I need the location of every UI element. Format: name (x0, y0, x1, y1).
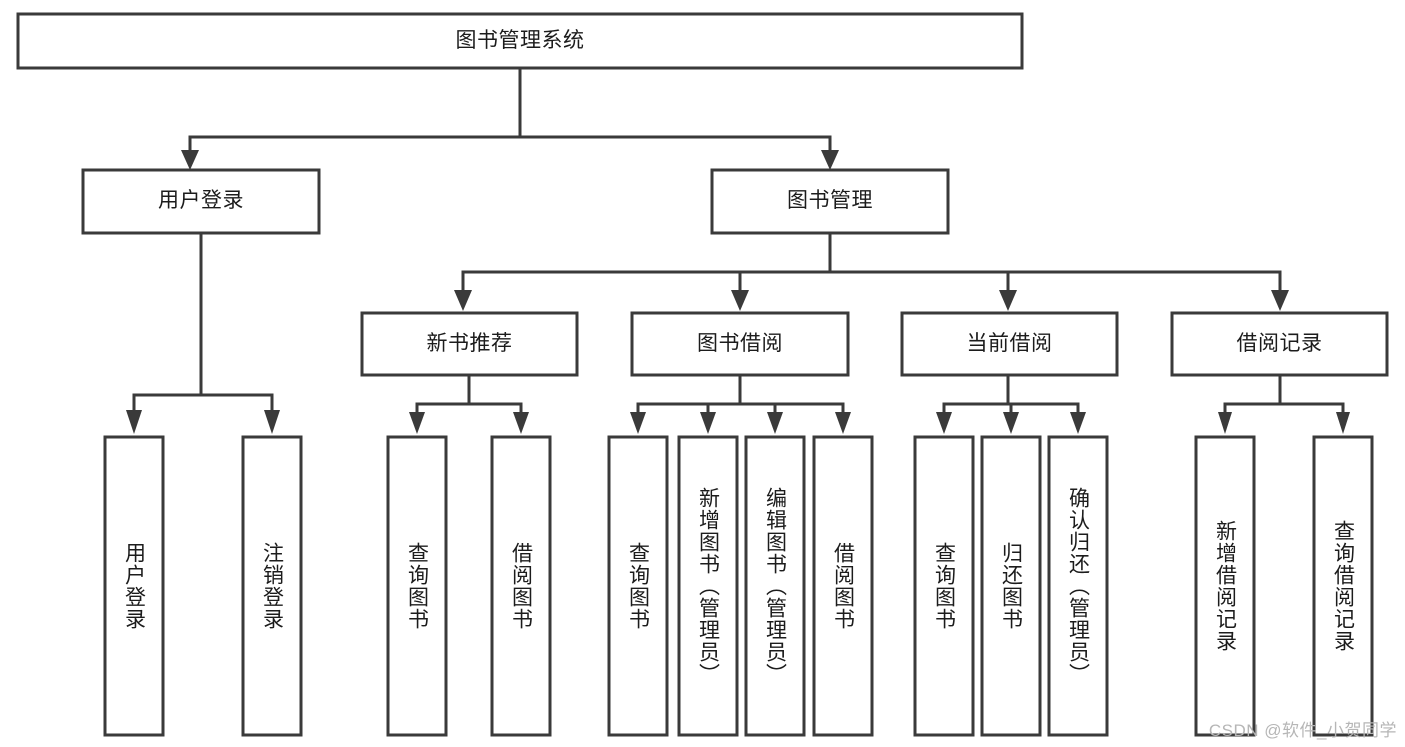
arrow-head-current-borrow (999, 290, 1017, 311)
leaf-box-br-add[interactable] (1194, 435, 1256, 737)
node-book-borrow-box[interactable] (630, 311, 850, 377)
arrow-head-borrow-record (1271, 290, 1289, 311)
arrow-head-leaf-cb-confirm (1070, 412, 1086, 434)
connector-borrowrecord-to-leaves (1218, 373, 1350, 434)
leaf-box-cb-confirm[interactable] (1047, 435, 1109, 737)
arrow-head-leaf-cb-query (936, 412, 952, 434)
connector-root-to-level2 (181, 66, 839, 170)
arrow-head-book-manage (821, 150, 839, 170)
arrow-head-user-login (181, 150, 199, 170)
node-current-borrow-box[interactable] (900, 311, 1119, 377)
leaf-box-nb-borrow[interactable] (490, 435, 552, 737)
arrow-head-leaf-br-query (1336, 412, 1350, 434)
arrow-head-leaf-bb-borrow (835, 412, 851, 434)
leaf-box-user-login[interactable] (103, 435, 165, 737)
arrow-head-leaf-user-login (126, 410, 142, 434)
arrow-head-leaf-cb-return (1003, 412, 1019, 434)
leaf-box-bb-borrow[interactable] (812, 435, 874, 737)
leaf-box-nb-query[interactable] (386, 435, 448, 737)
node-new-book-recommend-box[interactable] (360, 311, 579, 377)
node-book-manage-box[interactable] (710, 168, 950, 235)
connector-newbook-to-leaves (409, 373, 529, 434)
arrow-head-leaf-logout (264, 410, 280, 434)
node-user-login-box[interactable] (81, 168, 321, 235)
node-borrow-record-box[interactable] (1170, 311, 1389, 377)
node-root-box[interactable] (16, 12, 1024, 70)
leaf-box-br-query[interactable] (1312, 435, 1374, 737)
arrow-head-leaf-br-add (1218, 412, 1232, 434)
connector-bookborrow-to-leaves (630, 373, 851, 434)
arrow-head-leaf-bb-edit (767, 412, 783, 434)
leaf-box-cb-return[interactable] (980, 435, 1042, 737)
arrow-head-new-book (454, 290, 472, 311)
connector-currentborrow-to-leaves (936, 373, 1086, 434)
leaf-box-cb-query[interactable] (913, 435, 975, 737)
arrow-head-leaf-bb-query (630, 412, 646, 434)
leaf-box-bb-edit[interactable] (744, 435, 806, 737)
leaf-box-bb-query[interactable] (607, 435, 669, 737)
watermark-text: CSDN @软件_小贺同学 (1208, 721, 1397, 740)
leaf-box-bb-add[interactable] (677, 435, 739, 737)
connector-userlogin-to-leaves (126, 231, 280, 434)
arrow-head-leaf-nb-query (409, 412, 425, 434)
arrow-head-book-borrow (731, 290, 749, 311)
arrow-head-leaf-nb-borrow (513, 412, 529, 434)
arrow-head-leaf-bb-add (700, 412, 716, 434)
connector-bookmanage-to-level3 (454, 231, 1289, 311)
leaf-box-logout[interactable] (241, 435, 303, 737)
